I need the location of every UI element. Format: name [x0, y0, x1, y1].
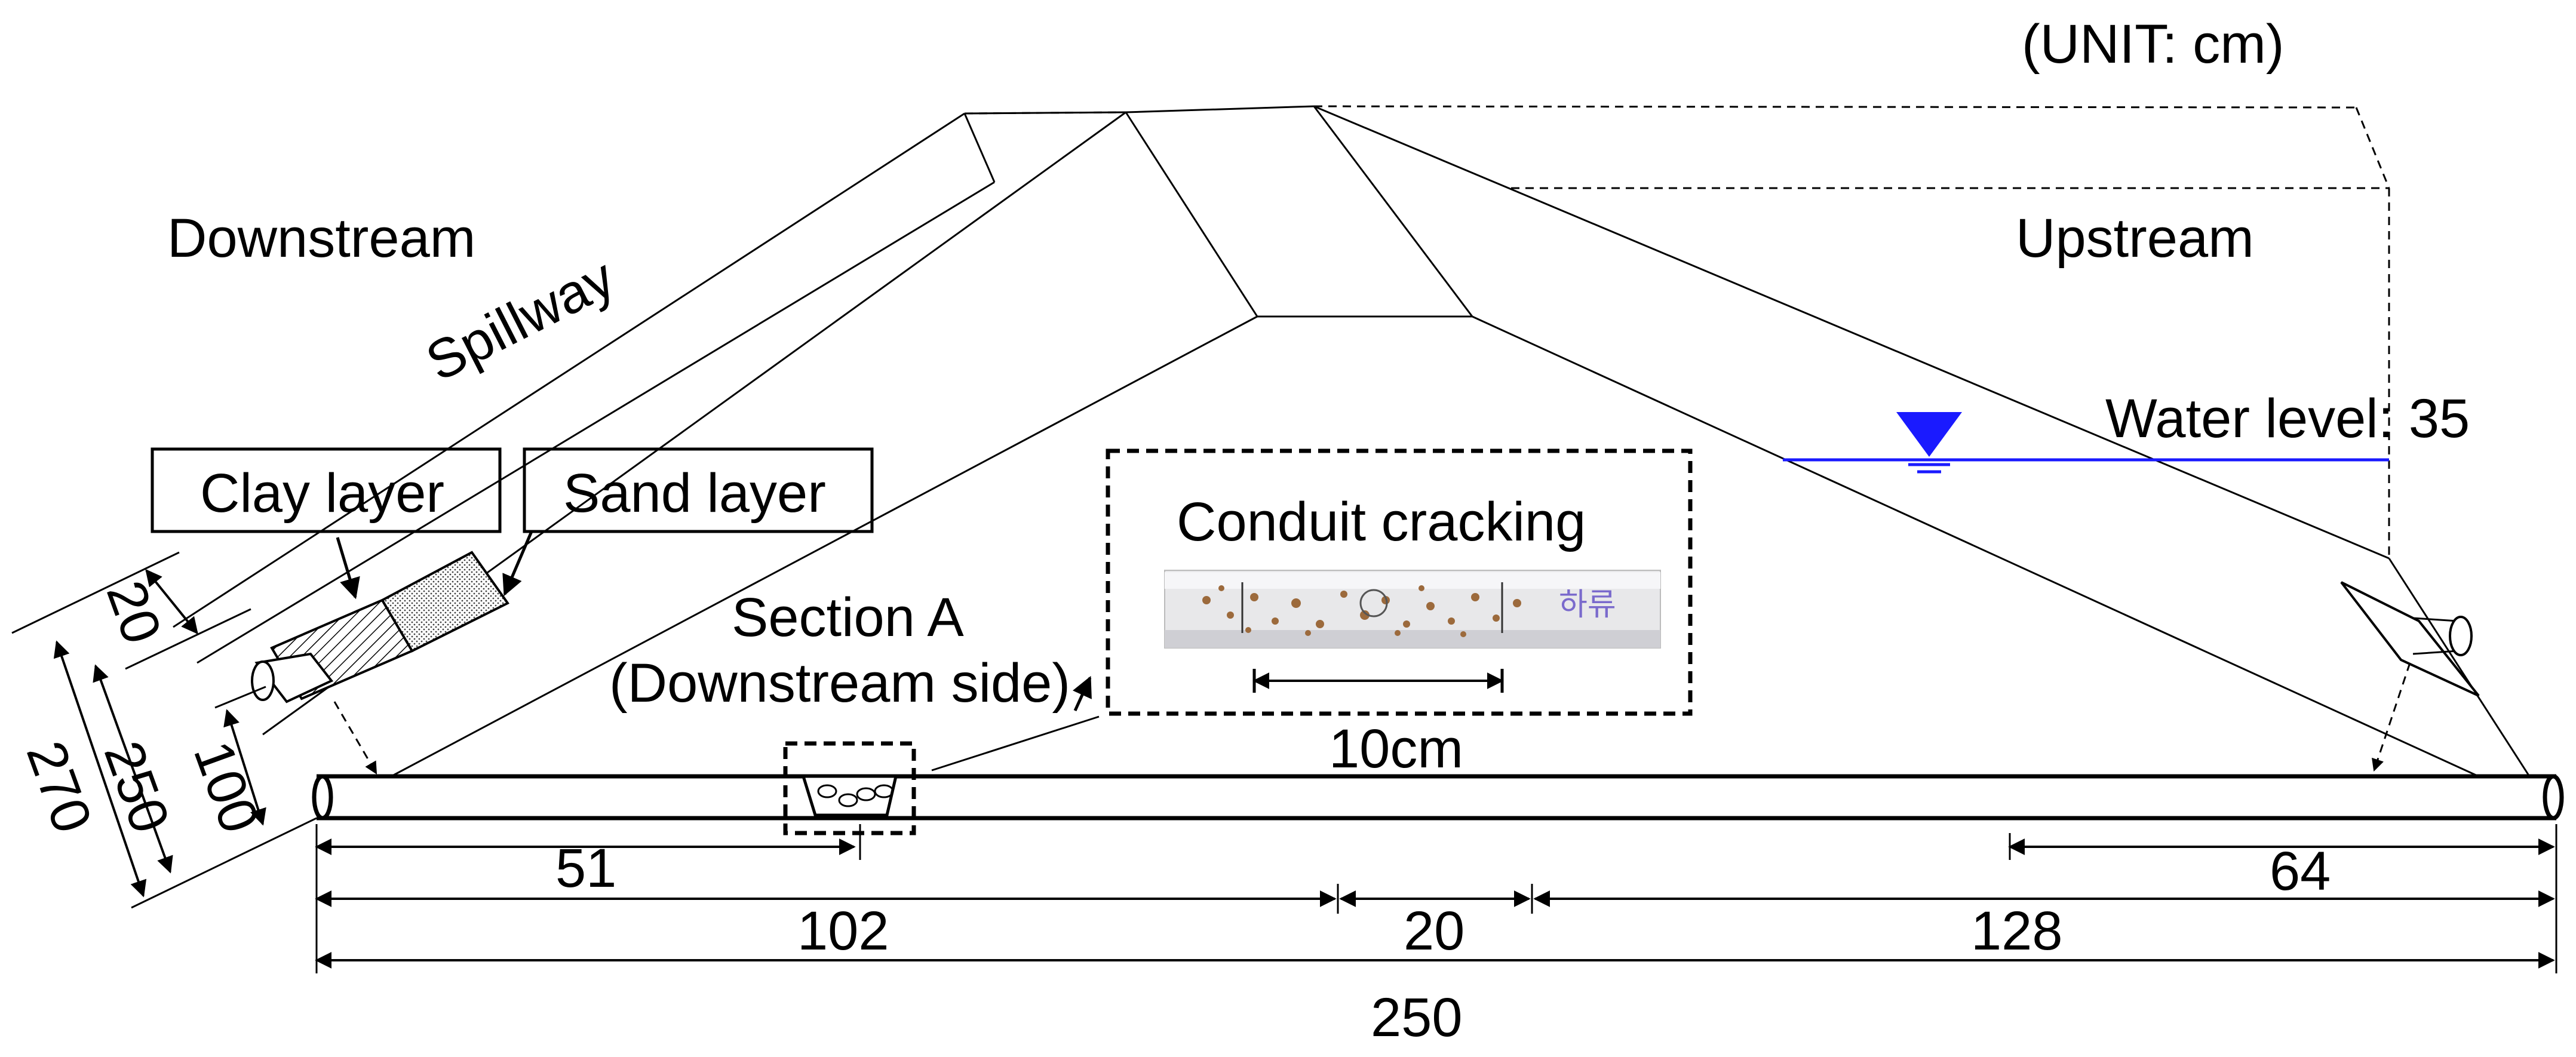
dim-128: 128	[1971, 901, 2063, 961]
spillway-label: Spillway	[417, 247, 624, 393]
section-a-label: Section A	[732, 587, 964, 648]
dim-20: 20	[1404, 901, 1464, 961]
upstream-fitting	[2340, 581, 2480, 772]
dim-51: 51	[555, 838, 616, 899]
cracked-pipe-photo: 하류	[1164, 570, 1661, 649]
dim-102: 102	[797, 901, 889, 961]
clay-layer-label: Clay layer	[200, 463, 444, 524]
unit-label: (UNIT: cm)	[2022, 14, 2284, 75]
conduit-pipe	[312, 774, 2564, 821]
conduit-cracking-title: Conduit cracking	[1177, 491, 1586, 552]
spillway-upper-edge	[173, 112, 965, 628]
left-dimensions	[11, 551, 317, 909]
dim-250-left: 250	[93, 733, 181, 840]
water-level-label: Water level: 35	[2105, 388, 2470, 449]
photo-handwriting: 하류	[1559, 588, 1616, 622]
dim-20-left: 20	[95, 573, 173, 652]
filter-block	[251, 531, 533, 775]
upstream-inner-slope	[1472, 315, 2479, 778]
dim-250-bottom: 250	[1371, 987, 1463, 1048]
section-a-detail	[783, 715, 1100, 835]
conduit-cracking-inset: Conduit cracking 하류	[1106, 448, 1693, 716]
water-level-triangle-icon	[1896, 412, 1962, 457]
dim-64: 64	[2270, 841, 2331, 902]
crest-top	[1125, 105, 1315, 113]
dim-100-left: 100	[182, 733, 271, 840]
section-a-sublabel: (Downstream side)	[609, 653, 1070, 714]
downstream-inner-slope	[391, 315, 1258, 778]
spillway-lower-edge	[196, 181, 995, 664]
upstream-label: Upstream	[2016, 208, 2254, 269]
sand-layer-label: Sand layer	[563, 463, 826, 524]
inset-scale-label: 10cm	[1329, 718, 1463, 779]
sand-layer-box	[523, 447, 874, 533]
dim-270-left: 270	[15, 733, 103, 840]
water-level-marker	[1783, 412, 2389, 474]
bottom-dimensions	[315, 824, 2557, 973]
downstream-label: Downstream	[167, 208, 475, 269]
upstream-outer-slope	[1313, 105, 2390, 560]
sand-filter	[380, 551, 509, 653]
clay-layer-box	[151, 447, 502, 533]
